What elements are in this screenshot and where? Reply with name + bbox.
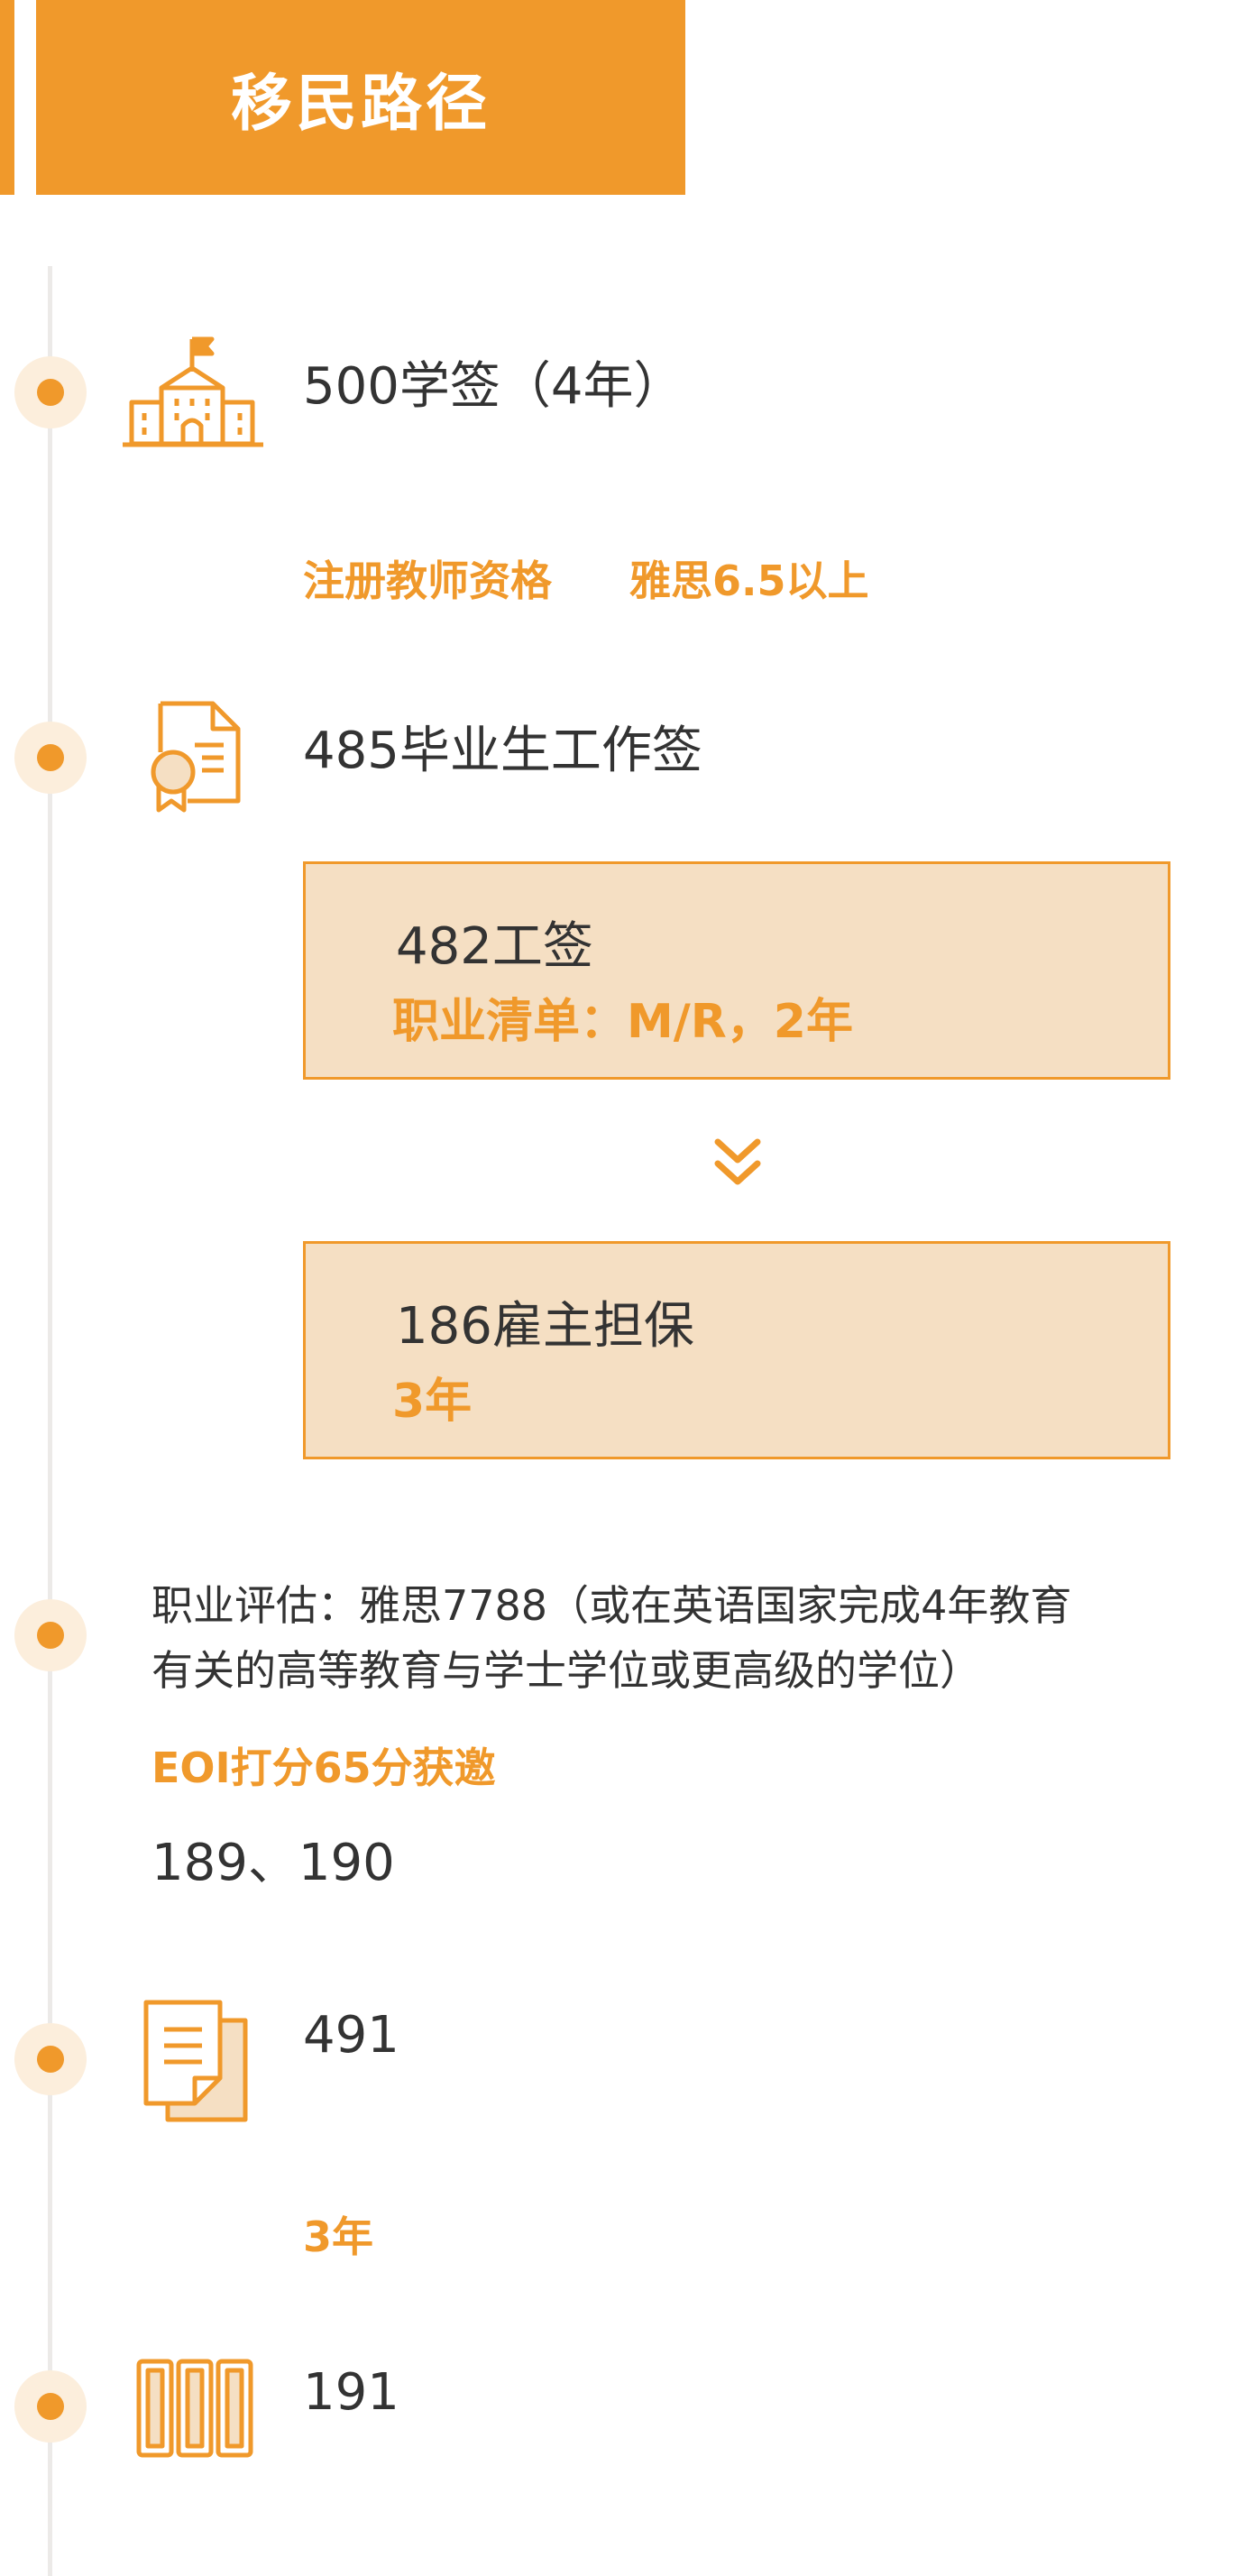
books-icon <box>135 2356 254 2462</box>
visa-482-title: 482工签 <box>396 917 593 976</box>
visa-186-subtitle: 3年 <box>392 1375 473 1429</box>
visa-482-subtitle: 职业清单：M/R，2年 <box>392 995 853 1049</box>
skill-assessment-text: 职业评估：雅思7788（或在英语国家完成4年教育 有关的高等教育与学士学位或更高… <box>151 1573 1198 1703</box>
certificate-icon <box>150 700 243 817</box>
requirement-ielts: 雅思6.5以上 <box>629 557 869 605</box>
header-accent-bar <box>0 0 14 195</box>
document-icon <box>142 1999 249 2127</box>
timeline-dot <box>14 2023 87 2095</box>
visa-191-label: 191 <box>303 2363 399 2422</box>
visa-186-card: 186雇主担保 3年 <box>303 1241 1170 1459</box>
timeline-line <box>48 266 52 2576</box>
timeline-dot <box>14 722 87 794</box>
eoi-score-text: EOI打分65分获邀 <box>151 1743 496 1792</box>
timeline-dot <box>14 356 87 428</box>
double-chevron-down-icon <box>712 1136 763 1192</box>
header-banner: 移民路径 <box>36 0 685 195</box>
school-icon <box>121 336 267 451</box>
visa-482-card: 482工签 职业清单：M/R，2年 <box>303 861 1170 1080</box>
visa-186-title: 186雇主担保 <box>396 1297 694 1356</box>
visa-491-label: 491 <box>303 2006 399 2065</box>
visa-491-duration: 3年 <box>303 2213 374 2261</box>
visa-189-190-label: 189、190 <box>151 1834 395 1892</box>
timeline-dot <box>14 1599 87 1671</box>
requirement-teacher: 注册教师资格 <box>303 557 552 605</box>
timeline-dot <box>14 2370 87 2443</box>
skill-assessment-line-1: 职业评估：雅思7788（或在英语国家完成4年教育 <box>151 1581 1072 1630</box>
skill-assessment-line-2: 有关的高等教育与学士学位或更高级的学位） <box>151 1646 981 1695</box>
page-title: 移民路径 <box>230 68 491 140</box>
graduate-visa-label: 485毕业生工作签 <box>303 722 702 780</box>
student-visa-label: 500学签（4年） <box>303 357 684 416</box>
